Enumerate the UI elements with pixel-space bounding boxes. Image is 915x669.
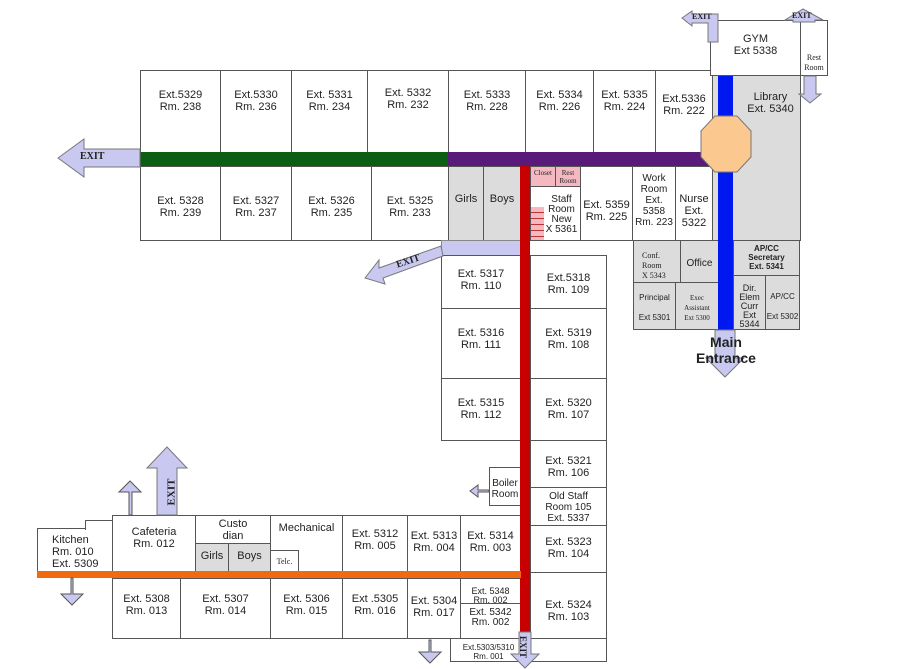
room-112: Ext. 5315 Rm. 112: [441, 378, 521, 441]
room-005: Ext. 5312 Rm. 005: [342, 515, 408, 572]
boys-restroom-upper: Boys: [483, 166, 521, 241]
exit-label-west: EXIT: [80, 151, 105, 162]
exec-assistant: Exec Assistant Ext 5300: [675, 282, 719, 330]
kitchen-notch: [85, 520, 115, 530]
exit-label-cafeteria: EXIT: [165, 478, 178, 506]
room-239: Ext. 5328 Rm. 239: [140, 166, 221, 241]
mechanical: Mechanical: [270, 515, 343, 572]
room-106: Ext. 5321 Rm. 106: [530, 440, 607, 488]
room-226: Ext. 5334 Rm. 226: [525, 70, 594, 153]
staff-room: Staff Room New X 5361: [530, 186, 581, 241]
apcc-secretary: AP/CC Secretary Ext. 5341: [733, 240, 800, 276]
closet: Closet: [530, 166, 556, 187]
room-111: Ext. 5316 Rm. 111: [441, 308, 521, 379]
orange-corridor: [37, 571, 521, 578]
work-room-223: Work Room Ext. 5358 Rm. 223: [632, 166, 676, 241]
boiler-room: Boiler Room: [489, 467, 521, 506]
room-236: Ext.5330 Rm. 236: [220, 70, 292, 153]
exit-arrow-west: [57, 138, 141, 178]
telecom-room: Telc.: [270, 550, 299, 572]
room-234: Ext. 5331 Rm. 234: [291, 70, 368, 153]
green-corridor: [140, 152, 449, 166]
room-110: Ext. 5317 Rm. 110: [441, 255, 521, 309]
arrow-kitchen-south: [59, 577, 85, 606]
exit-arrow-south: [509, 631, 541, 669]
cafeteria: Cafeteria Rm. 012: [112, 515, 196, 572]
old-staff-room-105: Old Staff Room 105 Ext. 5337: [530, 487, 607, 526]
exit-label-gym-north: EXIT: [792, 11, 812, 20]
stairs: [531, 207, 544, 240]
exit-label-gym-west: EXIT: [692, 12, 712, 21]
room-015: Ext. 5306 Rm. 015: [270, 578, 343, 639]
exit-arrow-cafeteria-north: [145, 446, 189, 516]
room-237: Ext. 5327 Rm. 237: [220, 166, 292, 241]
room-225: Ext. 5359 Rm. 225: [580, 166, 633, 241]
red-corridor: [520, 166, 530, 638]
room-224: Ext. 5335 Rm. 224: [593, 70, 656, 153]
room-235: Ext. 5326 Rm. 235: [291, 166, 372, 241]
main-entrance-arrow: [704, 329, 746, 378]
room-233: Ext. 5325 Rm. 233: [371, 166, 449, 241]
office: Office: [680, 240, 719, 283]
girls-restroom-upper: Girls: [448, 166, 484, 241]
purple-corridor: [448, 152, 713, 166]
gym: GYM Ext 5338: [710, 20, 801, 76]
room-017: Ext. 5304 Rm. 017: [407, 578, 461, 639]
nurse: Nurse Ext. 5322: [675, 166, 713, 241]
room-238: Ext.5329 Rm. 238: [140, 70, 221, 153]
exit-label-south: EXIT: [518, 635, 529, 659]
room-004: Ext. 5313 Rm. 004: [407, 515, 461, 572]
room-014: Ext. 5307 Rm. 014: [180, 578, 271, 639]
conference-room: Conf. Room X 5343: [633, 240, 681, 283]
exit-arrow-gym-west: [681, 10, 719, 43]
exit-arrow-gym-north: [783, 8, 824, 23]
room-003: Ext. 5314 Rm. 003: [460, 515, 521, 572]
room-104: Ext. 5323 Rm. 104: [530, 525, 607, 573]
exit-arrow-southwest: [364, 245, 444, 285]
boys-restroom-lower: Boys: [228, 543, 271, 572]
arrow-cafeteria-small: [117, 480, 143, 516]
room-222: Ext.5336 Rm. 222: [655, 70, 713, 153]
room-232: Ext. 5332 Rm. 232: [367, 70, 449, 153]
gym-rest-room: Rest Room: [800, 20, 828, 76]
girls-restroom-lower: Girls: [195, 543, 229, 572]
principal: Principal Ext 5301: [633, 282, 676, 330]
main-entrance-label: Main Entrance: [696, 334, 756, 366]
room-108: Ext. 5319 Rm. 108: [530, 308, 607, 379]
arrow-room017-south: [417, 639, 443, 664]
octagon-hub: [700, 115, 752, 173]
room-013: Ext. 5308 Rm. 013: [112, 578, 181, 639]
arrow-boiler-west: [469, 484, 490, 498]
exit-arrow-gym-south: [797, 75, 823, 104]
staff-rest-room: Rest Room: [555, 166, 581, 187]
dir-elem-curr: Dir. Elem Curr Ext 5344: [733, 275, 766, 330]
kitchen: Kitchen Rm. 010 Ext. 5309: [37, 528, 113, 572]
room-002a: Ext. 5348 Rm. 002: [460, 578, 521, 605]
room-016: Ext .5305 Rm. 016: [342, 578, 408, 639]
room-109: Ext.5318 Rm. 109: [530, 255, 607, 309]
room-107: Ext. 5320 Rm. 107: [530, 378, 607, 441]
apcc-office: AP/CC Ext 5302: [765, 275, 800, 330]
room-228: Ext. 5333 Rm. 228: [448, 70, 526, 153]
